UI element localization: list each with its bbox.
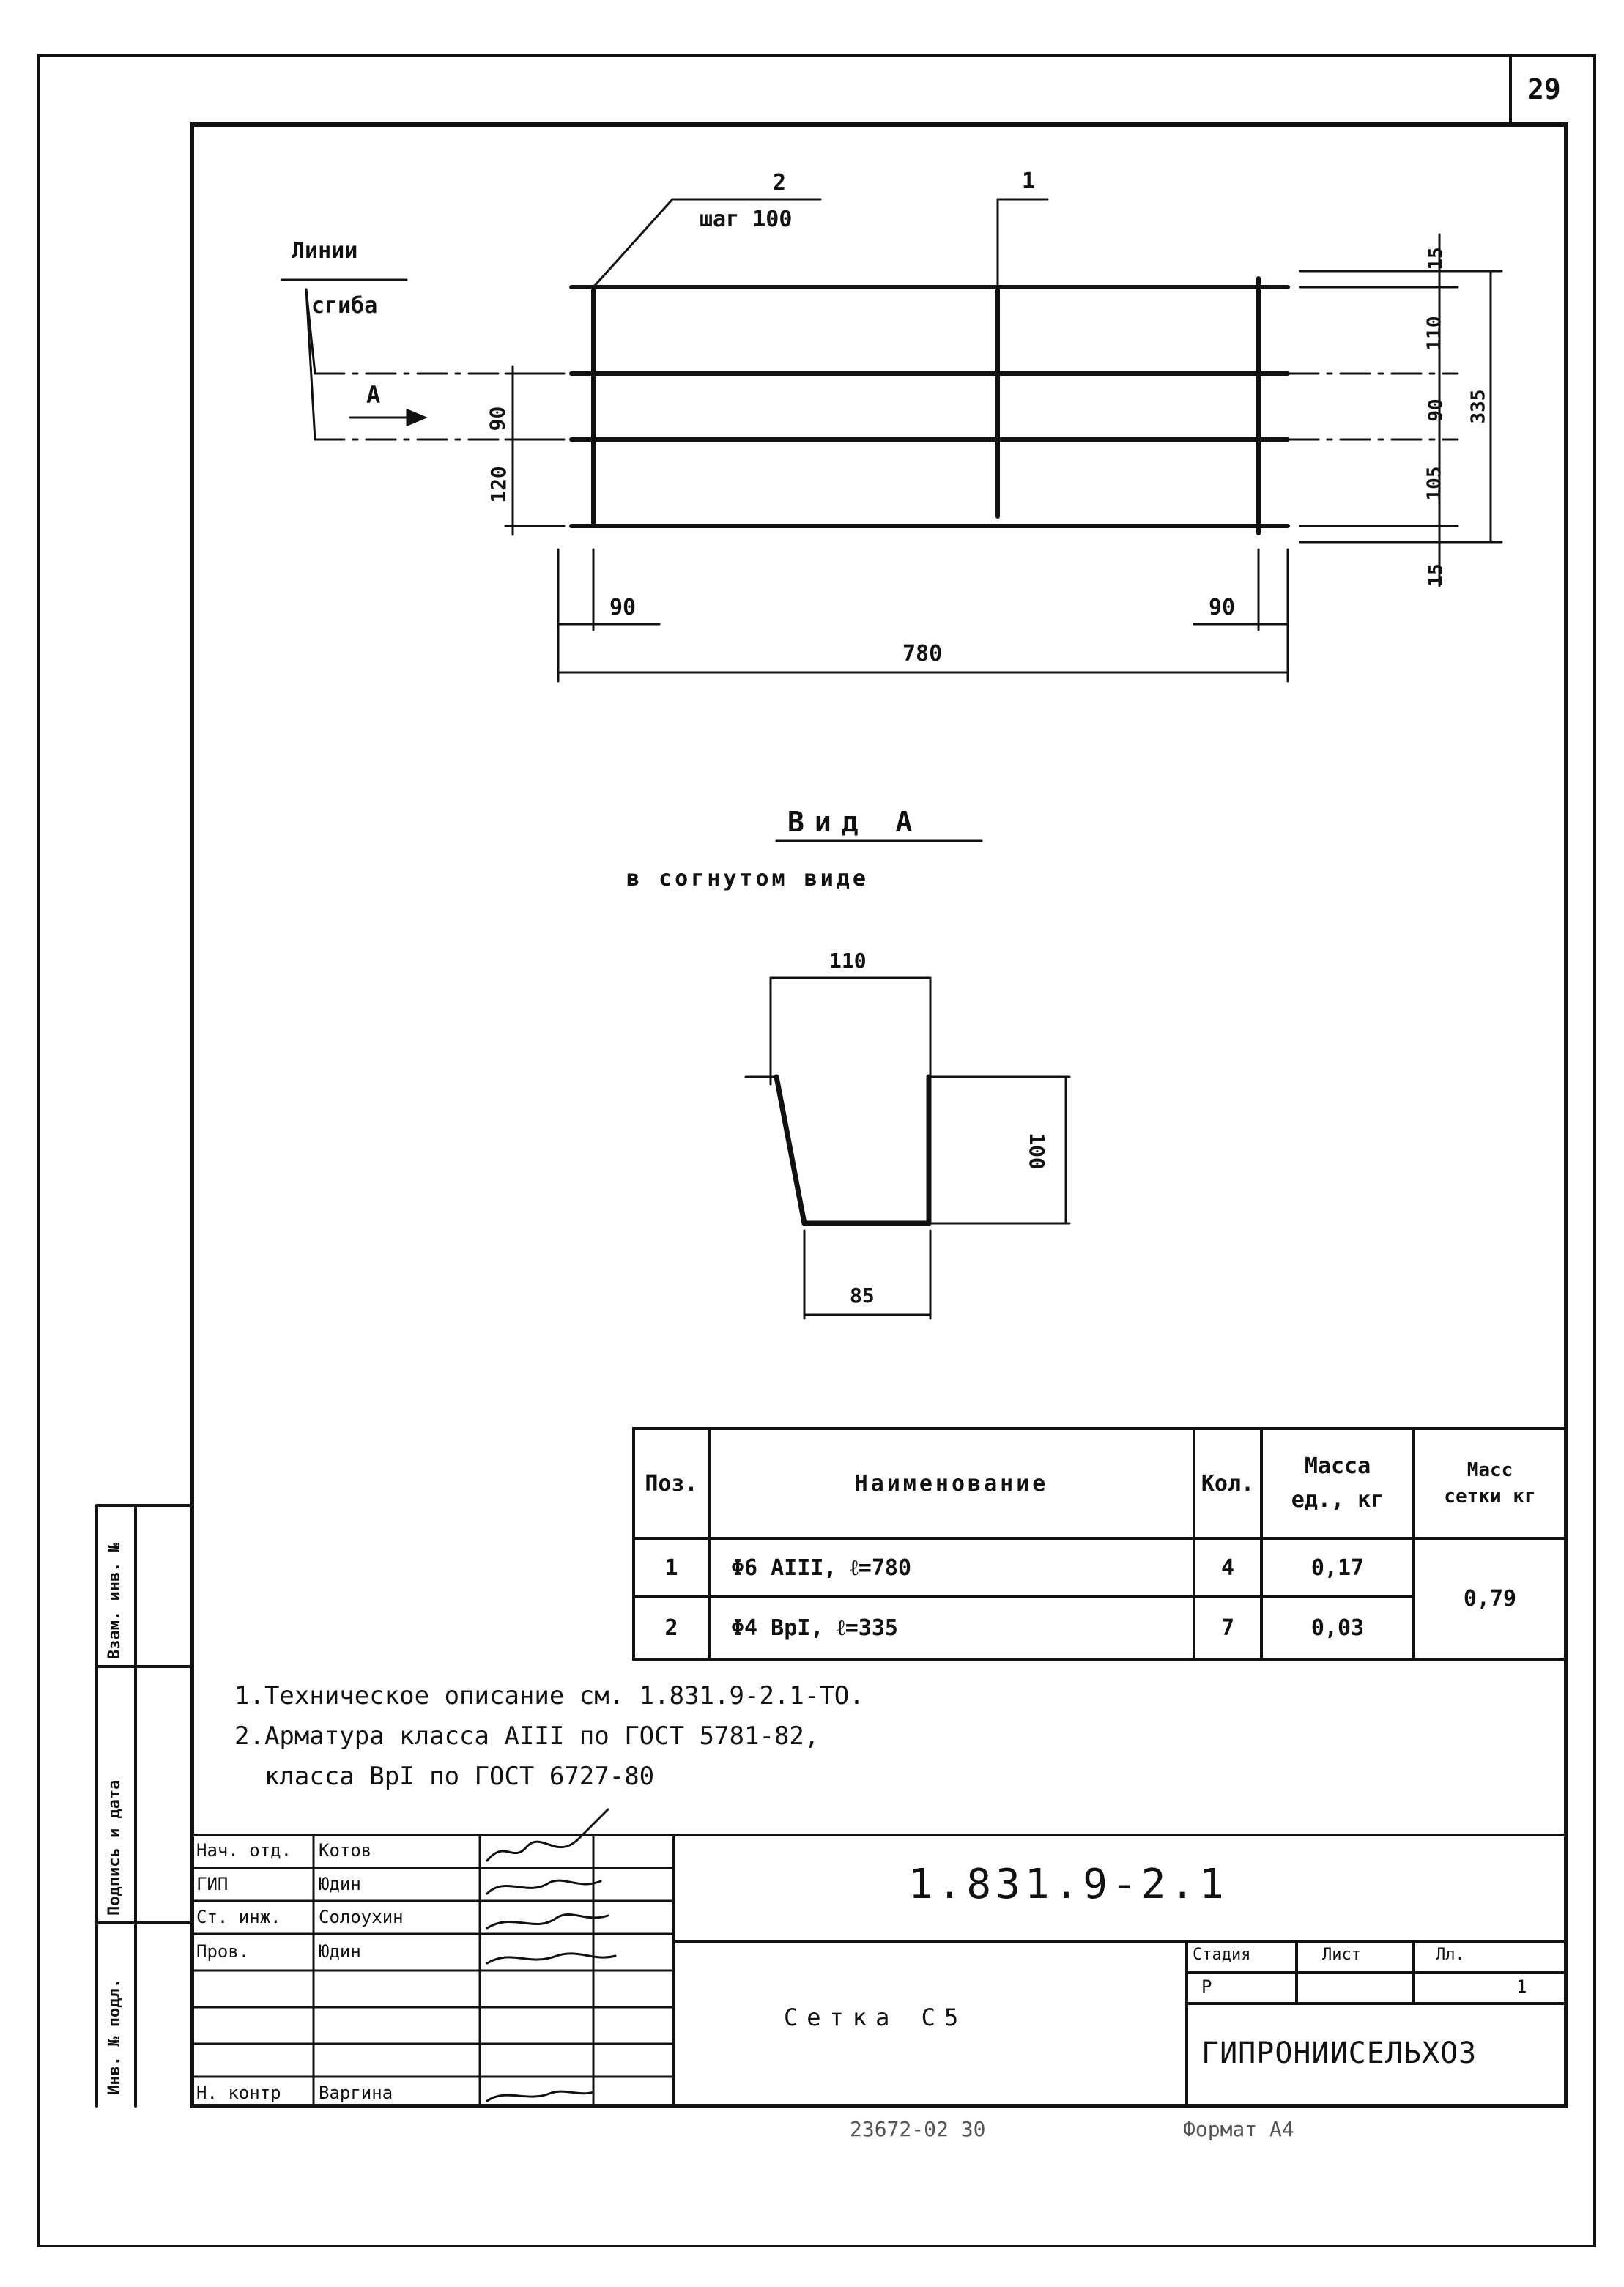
view-a-subtitle: в согнутом виде — [626, 866, 869, 892]
bottom-dims — [557, 548, 1289, 683]
side-stamp-grid — [95, 1504, 193, 2108]
signer-name-4: Юдин — [319, 1941, 361, 1962]
table-row-1-pos: 1 — [664, 1554, 678, 1581]
table-header-pos: Поз. — [645, 1470, 698, 1497]
signer-role-7: Н. контр — [196, 2083, 281, 2103]
spec-table-grid — [632, 1427, 1568, 1661]
table-row-2-name: Φ4 ВрI, ℓ=335 — [731, 1615, 898, 1641]
sheets-value: 1 — [1516, 1976, 1527, 1997]
side-stamp-col2: Подпись и дата — [105, 1779, 124, 1916]
view-a-title: Вид А — [787, 806, 923, 838]
outer-frame — [37, 54, 1596, 2247]
dim-bottom-90-right: 90 — [1209, 595, 1236, 620]
callouts — [281, 198, 1049, 441]
view-a-dim-85: 85 — [850, 1283, 875, 1308]
format-label: Формат А4 — [1183, 2117, 1294, 2141]
signers-grid — [190, 1834, 675, 2108]
sheets-label: Лл. — [1436, 1946, 1465, 1964]
side-stamp-col1: Инв. № подл. — [105, 1979, 124, 2095]
callout-2-leader — [592, 198, 674, 289]
table-row-1-name: Φ6 АIII, ℓ=780 — [731, 1554, 912, 1581]
view-arrow-label: А — [366, 381, 381, 409]
stage-label: Стадия — [1193, 1946, 1251, 1964]
dim-right-15-top: 15 — [1425, 247, 1447, 270]
bent-section — [744, 976, 1071, 1320]
view-a-dim-100: 100 — [1024, 1133, 1049, 1170]
fold-lines — [314, 372, 1459, 441]
table-header-name: Наименование — [854, 1470, 1049, 1497]
signer-role-4: Пров. — [196, 1941, 250, 1962]
callout-2-step: шаг 100 — [700, 207, 793, 232]
note-2: 2.Арматура класса АIII по ГОСТ 5781-82, — [234, 1721, 820, 1751]
table-row-1-qty: 4 — [1220, 1554, 1235, 1581]
stage-value: Р — [1201, 1976, 1212, 1997]
signer-name-2: Юдин — [319, 1874, 361, 1894]
dim-bottom-90-left: 90 — [609, 595, 637, 620]
dim-right-105: 105 — [1423, 466, 1446, 501]
callout-2-number: 2 — [773, 170, 787, 196]
organization: ГИПРОНИИСЕЛЬХОЗ — [1201, 2036, 1477, 2070]
table-row-1-mass: 0,17 — [1310, 1554, 1365, 1581]
fold-label-line2: сгиба — [311, 293, 378, 319]
table-row-2-mass: 0,03 — [1310, 1615, 1365, 1641]
fold-label-line1: Линии — [292, 238, 358, 264]
table-row-2-qty: 7 — [1220, 1615, 1235, 1641]
doc-code: 1.831.9-2.1 — [908, 1861, 1228, 1908]
dim-right-15-bottom: 15 — [1425, 563, 1447, 587]
signer-role-2: ГИП — [196, 1874, 229, 1894]
table-header-mass: Масса ед., кг — [1291, 1453, 1384, 1513]
sheet-label: Лист — [1322, 1946, 1361, 1964]
inner-frame — [190, 122, 1568, 2108]
table-total-mass: 0,79 — [1463, 1586, 1517, 1612]
view-arrow-head — [406, 408, 428, 427]
dim-right-335: 335 — [1467, 389, 1490, 424]
signer-role-3: Ст. инж. — [196, 1907, 281, 1927]
mesh-plan — [569, 276, 1290, 535]
right-extensions — [1299, 233, 1503, 587]
dim-bottom-780: 780 — [902, 641, 943, 667]
signer-name-1: Котов — [319, 1840, 372, 1861]
signer-name-3: Солоухин — [319, 1907, 404, 1927]
sheet-number: 29 — [1527, 73, 1561, 105]
signer-role-1: Нач. отд. — [196, 1840, 292, 1861]
callout-1-number: 1 — [1022, 168, 1036, 194]
left-dims — [504, 365, 566, 536]
dim-right-110: 110 — [1423, 316, 1446, 351]
table-header-qty: Кол. — [1201, 1470, 1255, 1497]
bottom-note: 23672-02 30 — [850, 2117, 986, 2141]
table-row-2-pos: 2 — [664, 1615, 678, 1641]
side-stamp-col3: Взам. инв. № — [105, 1543, 124, 1659]
dim-right-90: 90 — [1425, 399, 1447, 422]
table-header-total: Масс сетки кг — [1444, 1459, 1536, 1508]
signer-name-7: Варгина — [319, 2083, 393, 2103]
note-3: класса ВрI по ГОСТ 6727-80 — [234, 1762, 655, 1791]
drawing-name: Сетка С5 — [784, 2004, 968, 2031]
view-a-dim-110: 110 — [829, 949, 867, 973]
note-1: 1.Техническое описание см. 1.831.9-2.1-Т… — [234, 1681, 864, 1710]
signature-scribbles — [486, 1808, 617, 2102]
dim-left-90: 90 — [485, 406, 510, 431]
bent-bar — [774, 1074, 932, 1226]
dim-left-120: 120 — [486, 466, 511, 503]
